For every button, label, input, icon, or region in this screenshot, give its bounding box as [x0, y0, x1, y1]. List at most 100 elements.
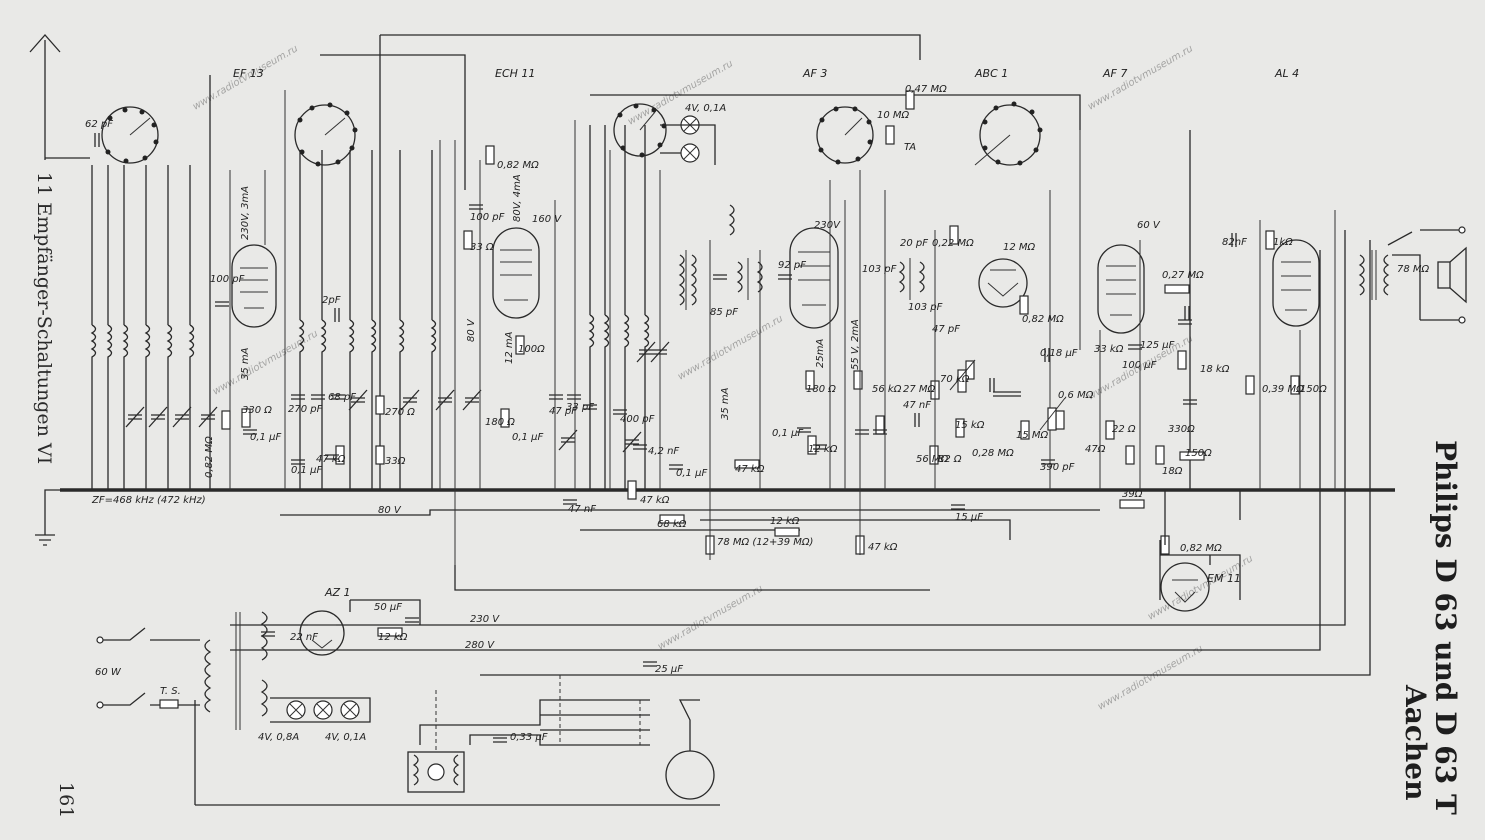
watermark-8: www.radiotvmuseum.ru [1096, 643, 1205, 712]
tube-label-ef13: EF 13 [233, 67, 264, 80]
resistor-6 [515, 335, 525, 355]
coil-bank-if [588, 125, 650, 490]
trimmer-6 [400, 389, 420, 411]
label-lamp3: 4V, 0,1A [685, 103, 726, 114]
loudspeaker-icon [1420, 226, 1467, 324]
trimmer-12 [636, 341, 656, 363]
resistor-3 [375, 395, 385, 415]
coil-osc-2 [320, 150, 327, 490]
capacitor-20 [1007, 391, 1021, 397]
tuning-dial[interactable] [665, 699, 715, 800]
label-r47ka: 47 kΩ [640, 495, 670, 506]
label-r47kb: 47 kΩ [735, 464, 765, 475]
coil-input-5 [166, 165, 173, 490]
resistor-1 [221, 410, 231, 430]
capacitor-v-4 [1044, 348, 1050, 362]
band-switch-1[interactable] [101, 106, 159, 164]
line-speaker [480, 240, 1371, 676]
capacitor-set [94, 133, 1237, 743]
capacitor-v-7 [1184, 306, 1190, 320]
capacitor-13 [669, 464, 683, 470]
label-c47pb: 47 pF [549, 406, 577, 417]
trimmer-set [125, 341, 670, 453]
label-r10m: 10 MΩ [877, 110, 910, 121]
capacitor-23 [1183, 399, 1197, 405]
line-280v [230, 250, 1321, 651]
top-rail-2 [320, 54, 466, 190]
resistor-31 [463, 230, 473, 250]
label-c400: 400 pF [620, 414, 655, 425]
coil-if-4 [643, 125, 650, 490]
capacitor-32 [813, 444, 827, 450]
band-switch-4[interactable] [816, 106, 874, 165]
vertical-wires [229, 90, 1336, 565]
band-switch-2[interactable] [294, 102, 358, 167]
label-c42: 4,2 nF [648, 446, 679, 457]
capacitor-2 [291, 394, 305, 400]
label-c62: 62 pF [85, 119, 113, 130]
label-r39o: 39Ω [1122, 489, 1143, 500]
label-c82nf: 82nF [1222, 237, 1247, 248]
label-280v: 280 V [465, 640, 495, 651]
tube-ef13 [231, 244, 277, 328]
capacitor-29 [261, 631, 275, 637]
tone-control[interactable] [1039, 397, 1066, 431]
capacitor-v-5 [334, 308, 340, 322]
capacitor-15 [778, 274, 792, 280]
label-r12kb: 12 kΩ [770, 516, 800, 527]
label-r06m: 0,6 MΩ [1058, 390, 1094, 401]
mains-terminal-2 [96, 701, 104, 709]
label-r33k: 33 kΩ [1094, 344, 1124, 355]
coil-input-3 [122, 165, 129, 490]
label-r082a: 0,82 MΩ [497, 160, 539, 171]
coil-bank-input [90, 165, 195, 490]
label-c103b: 103 pF [908, 302, 943, 313]
label-r15ma: 15 MΩ [1016, 430, 1049, 441]
resistor-h-7 [377, 627, 403, 637]
tube-af3 [789, 227, 839, 329]
label-af3-cur: 25mA [815, 339, 826, 368]
antenna-symbol [29, 34, 90, 160]
side-caption: 11 Empfänger-Schaltungen VI [33, 172, 55, 464]
label-r082d: 0,82 MΩ [204, 436, 215, 478]
label-r027: 0,27 MΩ [1162, 270, 1204, 281]
capacitor-1 [215, 301, 229, 307]
trimmer-4 [198, 406, 218, 428]
label-c01d: 0,1 µF [676, 468, 707, 479]
oscillator-coil [728, 204, 735, 236]
trimmer-3 [172, 406, 192, 428]
resistor-18 [929, 445, 939, 465]
resistor-26 [1290, 375, 1300, 395]
label-c103: 103 pF [862, 264, 897, 275]
label-r47o: 47Ω [1085, 444, 1106, 455]
label-r22o: 22 Ω [1112, 424, 1136, 435]
coil-osc-3 [348, 150, 355, 490]
label-r33b: 33Ω [385, 456, 406, 467]
coil-osc-6 [430, 150, 437, 490]
top-rail-3 [590, 94, 1081, 130]
capacitor-v-6 [1231, 233, 1237, 247]
power-transformer [204, 611, 268, 730]
label-ta: TA [904, 142, 916, 153]
tube-al4 [1272, 239, 1320, 327]
resistor-h-2 [659, 514, 685, 524]
volume-control[interactable] [949, 359, 976, 393]
label-r150: 150Ω [1300, 384, 1327, 395]
capacitor-v-3 [989, 378, 995, 392]
label-c47p: 47 pF [932, 324, 960, 335]
label-r56k: 56 kΩ [872, 384, 902, 395]
mains-switch[interactable] [100, 627, 200, 706]
resistor-h-4 [1119, 499, 1145, 509]
label-r18o: 18Ω [1162, 466, 1183, 477]
label-r180b: 180 Ω [806, 384, 836, 395]
band-switch-5[interactable] [974, 101, 1043, 166]
tube-label-al4: AL 4 [1274, 67, 1299, 80]
capacitor-17 [855, 429, 869, 435]
speaker-switch[interactable] [1387, 231, 1421, 320]
label-c125: 125 µF [1140, 340, 1175, 351]
label-c15: 15 µF [955, 512, 983, 523]
capacitor-3 [311, 394, 325, 400]
label-c100u: 100 µF [1122, 360, 1157, 371]
label-c01b: 0,1 µF [291, 465, 322, 476]
